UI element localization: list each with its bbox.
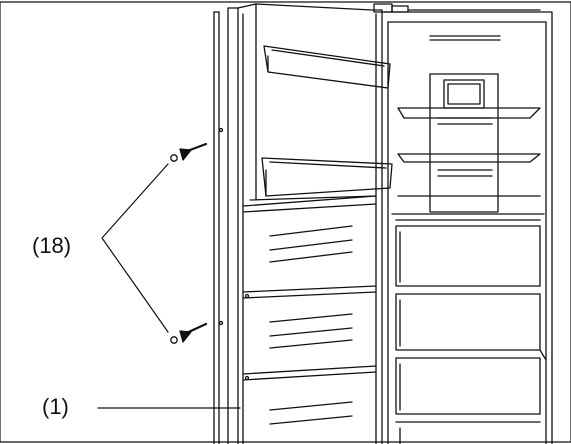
leader-lines: [97, 163, 241, 409]
callout-cabinet: (1): [42, 394, 69, 419]
open-door: [227, 3, 383, 444]
callout-screw-holes: (18): [32, 233, 72, 258]
door-balcony-lower: [249, 157, 393, 201]
cabinet-interior: [383, 11, 553, 444]
screw-hole-upper: [170, 142, 208, 162]
screw-hole-lower: [170, 322, 208, 344]
door-balcony-upper: [263, 45, 391, 89]
door-panels: [242, 195, 377, 425]
top-hinge: [373, 3, 541, 13]
